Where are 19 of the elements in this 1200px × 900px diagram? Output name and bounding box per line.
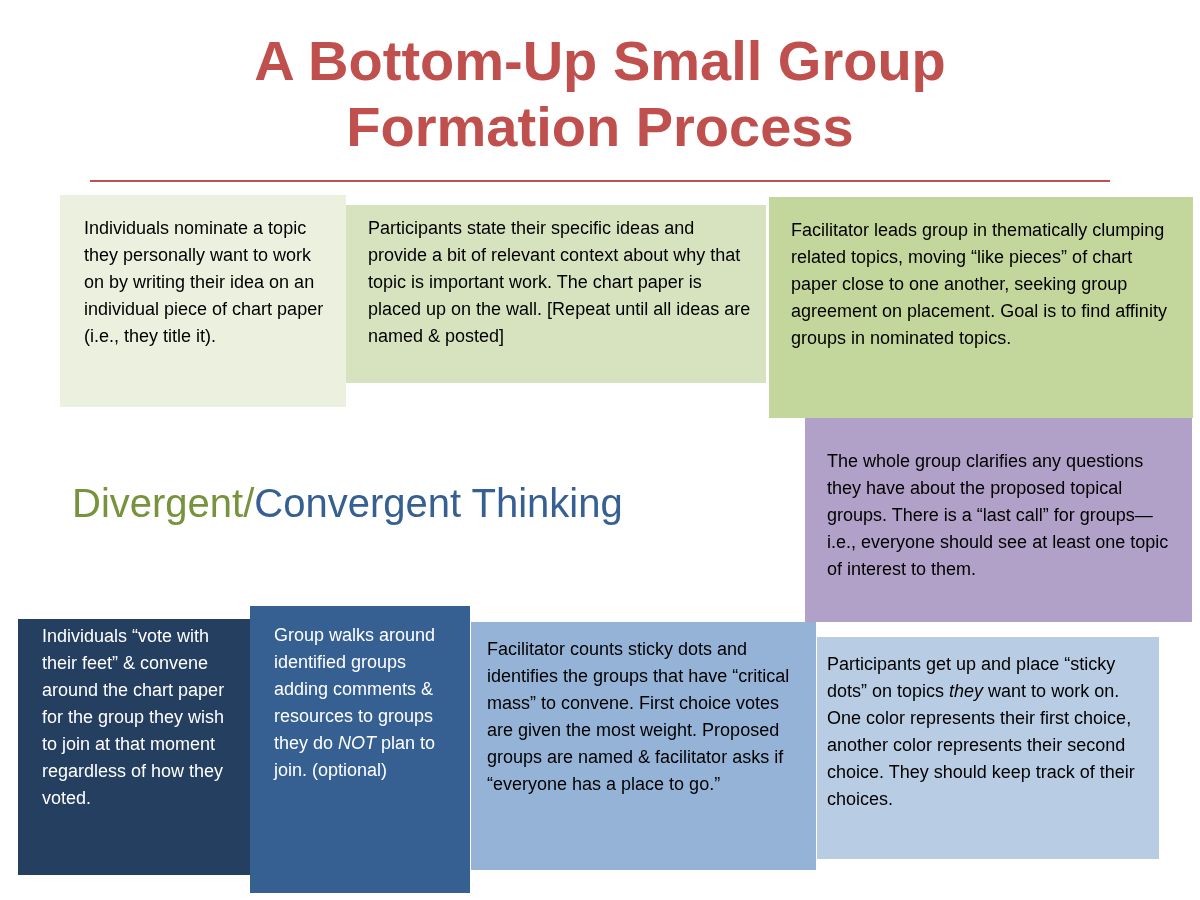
card-text: Group walks around identified groups adding comments & resources to groups they do NOT plan to join. (optional) xyxy=(274,624,437,782)
card-text: Facilitator leads group in thematically clumping related topics, moving “like pieces” of chart paper close to one another, seeking group agreement on placement. Goal is to find affinity groups in nominated topics. xyxy=(791,219,1168,350)
text-card xyxy=(805,418,1192,622)
card-text: The whole group clarifies any questions they have about the proposed topical groups. There is a “last call” for groups—i.e., everyone should see at least one topic of interest to them. xyxy=(827,450,1170,581)
text-card xyxy=(60,195,346,407)
card-text: Facilitator counts sticky dots and identifies the groups that have “critical mass” to convene. First choice votes are given the most weight. Proposed groups are named & facilitator asks if “everyone has a place to go.” xyxy=(487,638,791,796)
text-card xyxy=(471,622,816,870)
text-card xyxy=(18,619,250,875)
card-text: Participants get up and place “sticky dots” on topics they want to work on. One color represents their first choice, another color represents their second choice. They should keep track of their choices. xyxy=(827,653,1136,811)
heading-label: Divergent/ xyxy=(72,480,255,527)
text-card xyxy=(817,637,1159,859)
heading-label: Convergent Thinking xyxy=(254,480,623,527)
text-card xyxy=(250,606,470,893)
text-card xyxy=(346,205,766,383)
card-text: Participants state their specific ideas and provide a bit of relevant context about why that topic is important work. The chart paper is placed up on the wall. [Repeat until all ideas are named & posted] xyxy=(368,217,752,348)
text-card xyxy=(769,197,1193,418)
card-text: Individuals “vote with their feet” & convene around the chart paper for the group they wish to join at that moment regardless of how they voted. xyxy=(42,625,226,810)
card-text: Individuals nominate a topic they personally want to work on by writing their idea on an individual piece of chart paper (i.e., they title it). xyxy=(84,217,325,348)
title: A Bottom-Up Small Group Formation Process xyxy=(253,28,947,160)
